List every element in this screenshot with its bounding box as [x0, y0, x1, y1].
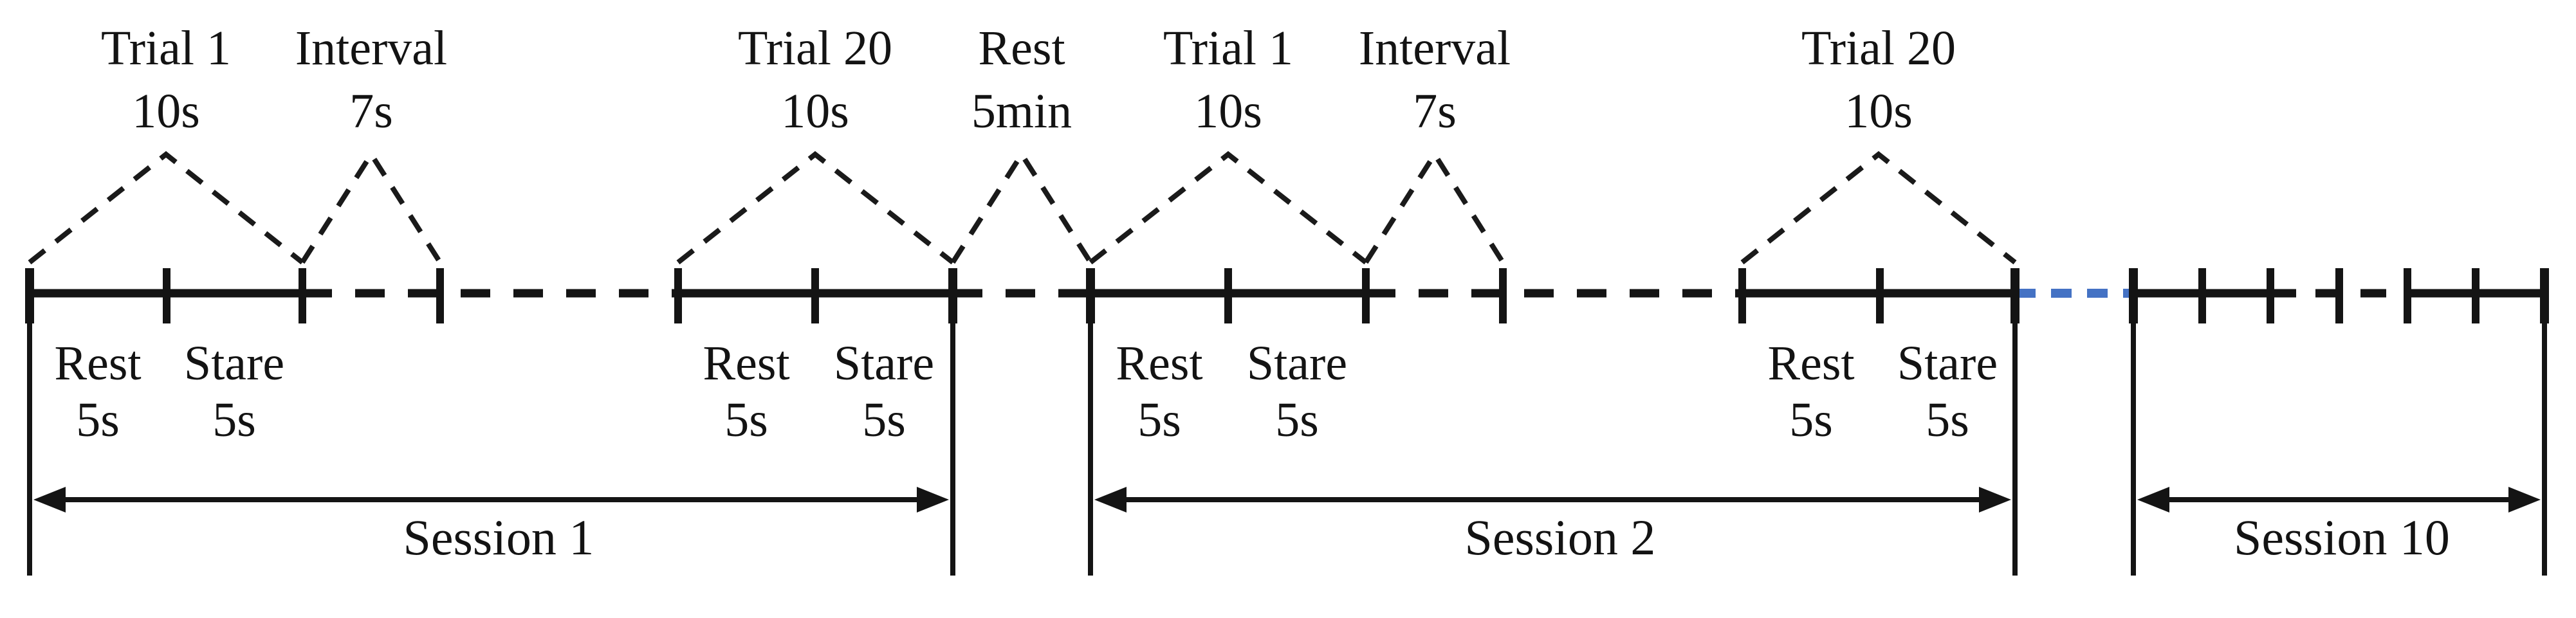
trial20-label-s1: Trial 20	[738, 21, 892, 75]
interval-label-s2: Interval	[1359, 21, 1511, 75]
stare-dur-s1-t20: 5s	[862, 393, 906, 447]
top-labels: Trial 1 10s Interval 7s Trial 20 10s Res…	[101, 21, 1956, 138]
session1-label: Session 1	[403, 509, 594, 565]
stare-dur-s2-t1: 5s	[1275, 393, 1319, 447]
trial1-duration-s2: 10s	[1194, 84, 1262, 138]
session-boundaries	[25, 268, 2549, 576]
rest-dur-s2-t1: 5s	[1137, 393, 1181, 447]
session10-arrowhead-left	[2137, 487, 2169, 513]
trial1-label-s1: Trial 1	[101, 21, 231, 75]
trial1-duration-s1: 10s	[132, 84, 200, 138]
rest-break-duration: 5min	[971, 84, 1072, 138]
session-arrows: Session 1 Session 2 Session 10	[33, 487, 2541, 565]
rest-dur-s2-t20: 5s	[1789, 393, 1833, 447]
stare-dur-s2-t20: 5s	[1926, 393, 1969, 447]
rest-label-s1-t20: Rest	[703, 336, 789, 390]
stare-label-s1-t20: Stare	[834, 336, 934, 390]
phase-labels: Rest 5s Stare 5s Rest 5s Stare 5s Rest 5…	[54, 336, 1998, 447]
rest-dur-s1-t20: 5s	[724, 393, 768, 447]
rest-label-s1-t1: Rest	[54, 336, 141, 390]
session2-arrowhead-right	[1979, 487, 2011, 513]
session2-arrowhead-left	[1094, 487, 1127, 513]
interval-label-s1: Interval	[295, 21, 447, 75]
rest-dur-s1-t1: 5s	[76, 393, 120, 447]
session1-arrowhead-right	[917, 487, 949, 513]
interval-duration-s1: 7s	[349, 84, 393, 138]
trial20-label-s2: Trial 20	[1801, 21, 1956, 75]
trial1-label-s2: Trial 1	[1163, 21, 1293, 75]
interval-brace-s2	[1363, 149, 1505, 264]
trial20-brace-s1	[676, 150, 955, 265]
trial20-duration-s1: 10s	[781, 84, 849, 138]
rest-label-s2-t1: Rest	[1116, 336, 1202, 390]
rest-label-s2-t20: Rest	[1767, 336, 1854, 390]
trial20-duration-s2: 10s	[1845, 84, 1913, 138]
session10-label: Session 10	[2234, 509, 2450, 565]
timeline-ticks	[163, 268, 2479, 323]
interval-duration-s2: 7s	[1413, 84, 1457, 138]
stare-dur-s1-t1: 5s	[212, 393, 256, 447]
trial20-brace-s2	[1740, 150, 2017, 265]
duration-braces	[28, 149, 2017, 265]
trial1-brace-s1	[28, 150, 304, 265]
stare-label-s2-t20: Stare	[1897, 336, 1998, 390]
session2-label: Session 2	[1465, 509, 1656, 565]
session1-arrowhead-left	[33, 487, 66, 513]
rest-break-label: Rest	[978, 21, 1065, 75]
stare-label-s2-t1: Stare	[1247, 336, 1347, 390]
interval-brace-s1	[300, 149, 443, 264]
rest-break-brace	[950, 149, 1093, 264]
stare-label-s1-t1: Stare	[184, 336, 284, 390]
trial1-brace-s2	[1089, 150, 1368, 265]
session10-arrowhead-right	[2508, 487, 2541, 513]
